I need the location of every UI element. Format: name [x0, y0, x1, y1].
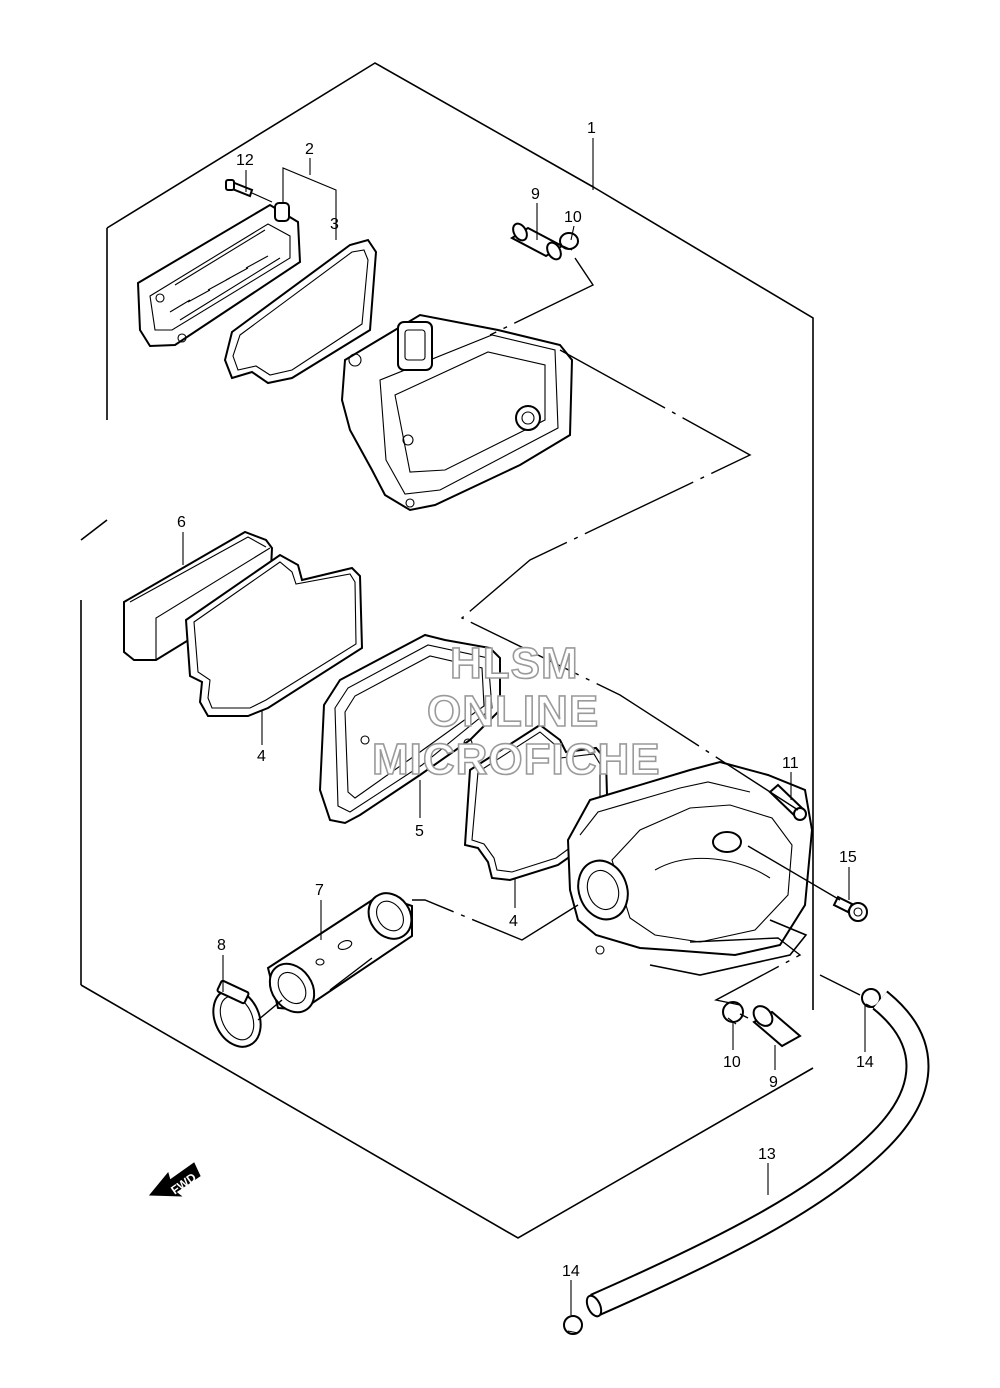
air-cleaner-cap-part: [340, 313, 574, 512]
callout-12: 12: [236, 152, 254, 169]
drain-pipe-part: [509, 222, 565, 261]
air-cleaner-case-part: [566, 760, 814, 976]
clip-part: [559, 232, 579, 251]
callout-9-lower: 9: [769, 1074, 778, 1091]
intake-pipe-part: [266, 892, 413, 1014]
callout-7: 7: [315, 882, 324, 899]
callout-4-left: 4: [257, 748, 266, 765]
screw-part: [225, 179, 273, 203]
callout-3: 3: [330, 216, 339, 233]
callout-13: 13: [758, 1146, 776, 1163]
callout-11: 11: [782, 755, 799, 772]
filter-cartridge-part: [318, 633, 501, 825]
breather-hose-part: [585, 990, 930, 1318]
leader-lines: [182, 138, 866, 1315]
lower-plug-part: [752, 1005, 802, 1048]
guide-lines: [257, 257, 861, 1021]
callout-10-lower: 10: [723, 1054, 741, 1071]
lower-clip-part: [722, 1001, 744, 1025]
callout-1: 1: [587, 120, 596, 137]
callouts: 1 2 3 4 4 5 6 7 8 9 9 10 10 11 12 13 14 …: [177, 120, 874, 1280]
breather-cover-part: [136, 202, 302, 348]
bolt-part: [832, 895, 868, 922]
hose-clamp-part: [212, 979, 262, 1048]
callout-4-right: 4: [509, 913, 518, 930]
watermark: HLSM ONLINE MICROFICHE: [371, 638, 661, 785]
callout-14-bottom: 14: [562, 1263, 580, 1280]
watermark-line-1: HLSM: [450, 639, 579, 688]
callout-10-upper: 10: [564, 209, 582, 226]
callout-15: 15: [839, 849, 857, 866]
fwd-arrow-icon: FWD: [148, 1162, 201, 1197]
breather-gasket-part: [223, 238, 378, 385]
watermark-line-2: ONLINE: [427, 687, 599, 736]
watermark-line-3: MICROFICHE: [372, 735, 661, 784]
callout-2: 2: [305, 141, 314, 158]
assembly-frame: [80, 62, 814, 1239]
hose-clip-upper-part: [861, 988, 881, 1009]
hose-clip-lower-part: [563, 1315, 583, 1335]
callout-14-right: 14: [856, 1054, 874, 1071]
cap-gasket-part: [184, 553, 364, 717]
callout-6: 6: [177, 514, 186, 531]
callout-5: 5: [415, 823, 424, 840]
callout-9-upper: 9: [531, 186, 540, 203]
callout-8: 8: [217, 937, 226, 954]
